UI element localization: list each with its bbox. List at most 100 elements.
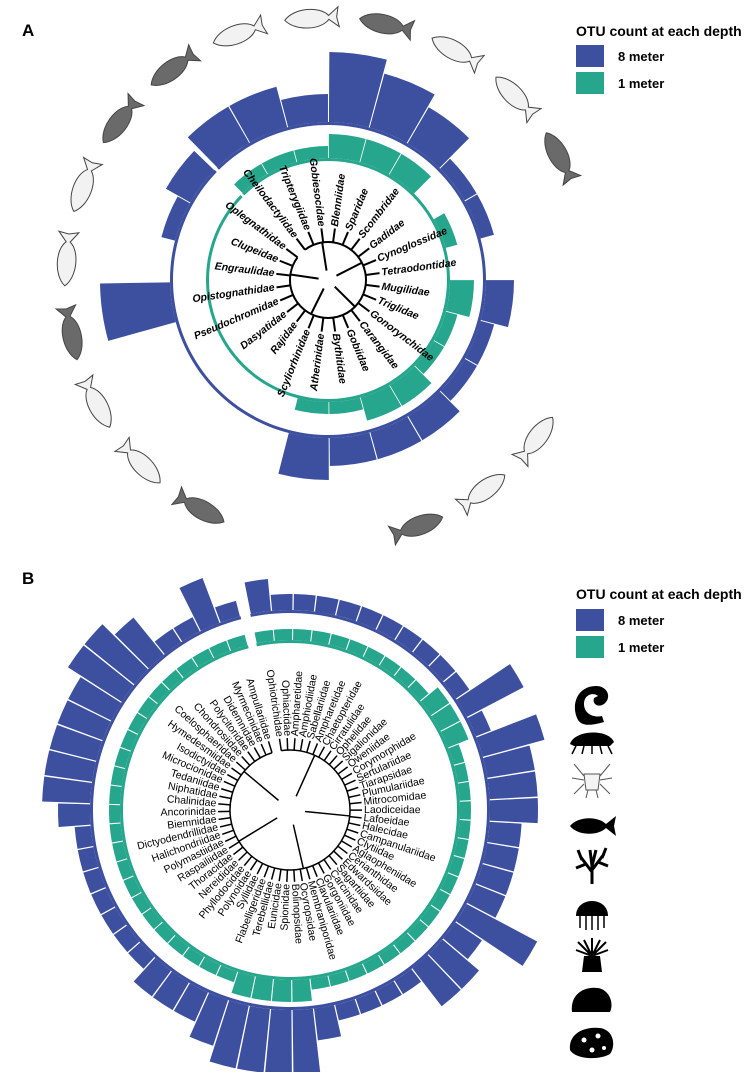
panel-b-bar-8m (44, 750, 96, 782)
panel-b-bar-8m (395, 626, 422, 652)
panel-b-bar-8m (152, 971, 189, 1011)
panel-b-bar-8m (428, 939, 480, 989)
panel-b-bar-8m (237, 1005, 270, 1072)
panel-b-tree-branch (337, 766, 349, 775)
panel-b-taxon-label: Spionidae (279, 884, 293, 931)
panel-b-tree-branch (218, 803, 231, 806)
panel-b-bar-1m (120, 729, 138, 751)
panel-a-taxon-label: Mugilidae (381, 281, 431, 299)
panel-a-tree-branch (321, 242, 328, 271)
panel-b-bar-8m (74, 825, 94, 849)
panel-b-bar-8m (292, 1008, 321, 1072)
crab-icon (571, 763, 613, 799)
panel-b-bar-1m (457, 820, 471, 839)
panel-b-legend-label-8m: 8 meter (618, 613, 664, 628)
panel-a-legend-label-8m: 8 meter (618, 49, 664, 64)
panel-a-tree-branch (307, 314, 315, 329)
panel-b-bar-1m (431, 889, 450, 911)
panel-b-tree-branch (341, 840, 353, 848)
panel-b-tree-branch (306, 740, 311, 753)
panel-b-tree-branch (224, 835, 237, 843)
panel-b-bar-8m (356, 606, 383, 630)
panel-a-bar-1m (360, 385, 402, 421)
panel-b-bar-8m (476, 714, 545, 757)
panel-b-bar-8m (270, 593, 293, 611)
panel-b-taxon-label: Chalinidae (166, 793, 217, 809)
panel-b-taxon-icons (569, 686, 616, 1059)
panel-b-tree-branch (223, 780, 236, 787)
panel-b-bar-8m (128, 942, 155, 969)
panel-b-bar-8m (67, 645, 134, 702)
panel-b-bar-8m (209, 1000, 249, 1069)
panel-a-tree-branch (286, 302, 299, 313)
panel-b-bar-1m (379, 656, 401, 676)
panel-a-bar-1m (294, 398, 329, 414)
panel-b-tree-branch (263, 865, 270, 878)
panel-b-bar-1m (329, 633, 350, 650)
panel-b-tree-branch (333, 850, 343, 860)
panel-b-bar-8m (57, 700, 111, 741)
fish-illustration-icon (102, 92, 146, 144)
panel-b-bar-1m (109, 823, 123, 843)
panel-b-tree-branch (220, 788, 233, 793)
panel-b-bar-1m (149, 682, 170, 704)
panel-b-letter: B (22, 569, 34, 588)
panel-b-bar-8m (77, 847, 99, 872)
panel-b-bar-1m (168, 935, 189, 956)
panel-b-bar-1m (227, 634, 248, 651)
panel-a-taxon-label: Tetraodontidae (381, 257, 458, 279)
fish-illustration-icon (56, 230, 81, 287)
panel-b-bar-1m (251, 976, 273, 1002)
panel-b-tree-branch (299, 738, 304, 752)
panel-b-tree-branch (238, 851, 248, 861)
amphipod-icon (570, 732, 614, 755)
panel-a-tree-branch (357, 247, 370, 258)
panel-b-tree-branch (312, 743, 319, 755)
panel-a-bar-8m (187, 106, 250, 168)
panel-a-tree-branch (290, 273, 319, 280)
panel-b-bar-8m (314, 1005, 342, 1041)
panel-b-taxon-label: Lafoeidae (363, 812, 410, 829)
panel-b-bar-1m (154, 922, 175, 944)
panel-a-bar-1m (446, 280, 474, 317)
panel-b-tree-branch (226, 773, 239, 782)
panel-b-bar-1m (192, 648, 214, 667)
panel-b-bar-8m (68, 677, 122, 721)
panel-b-bar-8m (114, 617, 164, 669)
panel-a-tree-branch (362, 293, 377, 301)
coral-icon (575, 847, 609, 884)
panel-a-bar-8m (440, 158, 477, 201)
fish-illustration-icon (387, 513, 444, 547)
panel-a-bar-8m (165, 150, 215, 203)
panel-b-bar-1m (271, 979, 292, 1002)
panel-b-tree-branch (323, 750, 332, 762)
panel-b-bar-1m (273, 629, 293, 641)
panel-b-tree-branch (286, 869, 289, 882)
panel-b-tree-branch (293, 869, 296, 882)
panel-b-taxon-label: Laodiceidae (364, 804, 421, 816)
panel-a-baseline-1m (206, 157, 451, 402)
panel-b-tree-branch (221, 829, 234, 836)
panel-b-bar-8m (57, 803, 91, 827)
fish-illustration-icon (454, 474, 506, 517)
panel-a-tree-branch (295, 309, 306, 323)
fish-illustration-icon (544, 132, 583, 187)
panel-a-taxon-label: Blenniidae (329, 173, 348, 227)
panel-a-bar-1m (294, 146, 328, 162)
panel-b-bar-8m (443, 671, 470, 699)
sponge-spotted-icon (569, 1027, 614, 1059)
fish-illustration-icon (212, 13, 269, 47)
panel-b-bar-8m (487, 821, 522, 848)
panel-b-bar-1m (137, 697, 158, 719)
panel-b-taxon-label: Bolinopsidae (289, 883, 305, 944)
panel-b-bar-8m (189, 992, 228, 1046)
panel-a-bar-1m (389, 366, 432, 406)
panel-a-tree-branch (285, 248, 299, 259)
panel-b-bar-8m (394, 968, 422, 995)
panel-b-tree-branch (260, 743, 267, 756)
panel-a-bar-8m (229, 86, 288, 143)
panel-b-tree-branch (328, 755, 338, 766)
panel-b-tree-branch (253, 747, 261, 759)
panel-b-bar-1m (109, 785, 122, 805)
jellyfish-icon (576, 901, 608, 930)
